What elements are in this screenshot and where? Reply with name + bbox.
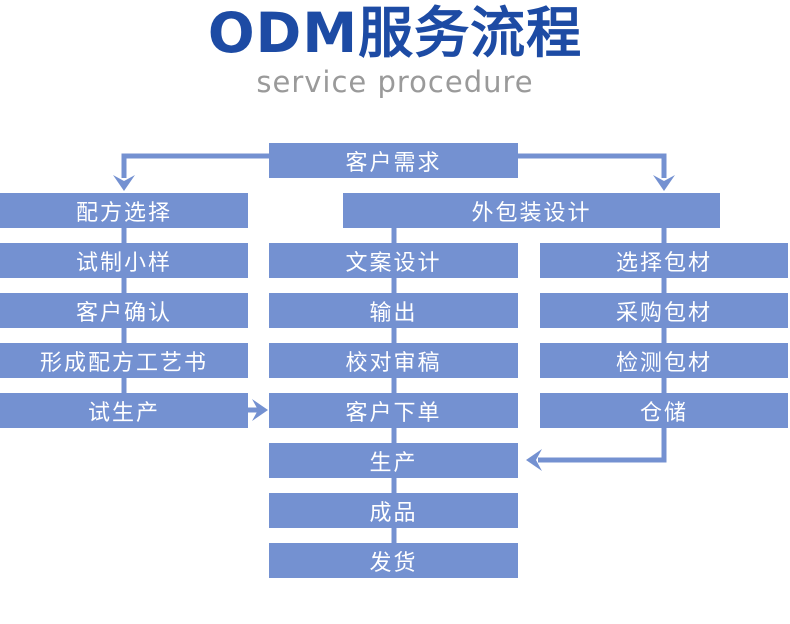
- node-packaging-design: 外包装设计: [343, 193, 720, 228]
- page-header: ODM服务流程 service procedure: [0, 0, 790, 100]
- node-formula-selection: 配方选择: [0, 193, 248, 228]
- node-formula-process-book: 形成配方工艺书: [0, 343, 248, 378]
- node-customer-confirmation: 客户确认: [0, 293, 248, 328]
- page-subtitle: service procedure: [256, 65, 534, 99]
- arrow-left-icon: [526, 449, 542, 471]
- node-output: 输出: [269, 293, 518, 328]
- connector-trial-production-to-customer-order: [248, 399, 268, 421]
- node-purchase-packaging: 采购包材: [540, 293, 788, 328]
- node-warehousing: 仓储: [540, 393, 788, 428]
- arrow-right-icon: [252, 399, 268, 421]
- arrow-down-icon: [653, 175, 675, 191]
- arrow-down-icon: [113, 175, 135, 191]
- node-test-packaging: 检测包材: [540, 343, 788, 378]
- node-customer-order: 客户下单: [269, 393, 518, 428]
- node-customer-needs: 客户需求: [269, 143, 518, 178]
- connector-warehousing-to-production: [526, 428, 667, 471]
- connector-top-to-packaging-design: [518, 153, 675, 191]
- node-shipping: 发货: [269, 543, 518, 578]
- node-trial-sample: 试制小样: [0, 243, 248, 278]
- node-production: 生产: [269, 443, 518, 478]
- node-select-packaging: 选择包材: [540, 243, 788, 278]
- page-title: ODM服务流程: [207, 1, 583, 65]
- node-trial-production: 试生产: [0, 393, 248, 428]
- node-proofreading: 校对审稿: [269, 343, 518, 378]
- node-copy-design: 文案设计: [269, 243, 518, 278]
- connector-top-to-formula-selection: [113, 153, 270, 191]
- node-finished-product: 成品: [269, 493, 518, 528]
